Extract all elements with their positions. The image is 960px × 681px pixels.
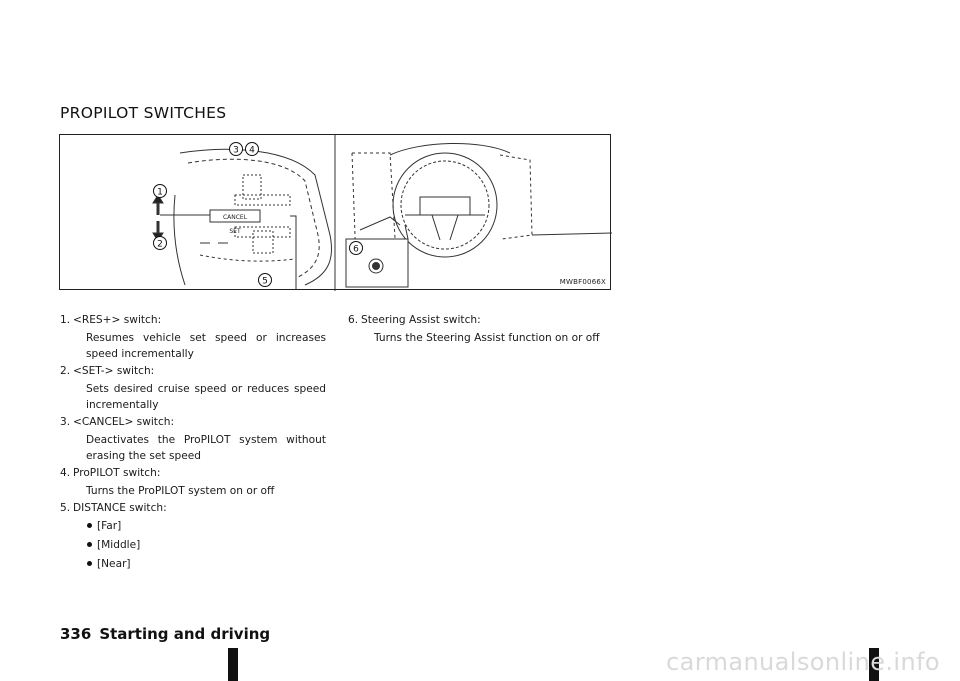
footer-section: Starting and driving [99,625,271,643]
page-footer: 336 Starting and driving [60,625,270,643]
svg-text:4: 4 [249,146,255,156]
distance-option: [Far] [86,518,326,534]
list-item: 2. <SET-> switch: Sets desired cruise sp… [60,363,326,413]
page-edge-bar [869,648,879,681]
switch-list-left: 1. <RES+> switch: Resumes vehicle set sp… [60,312,326,575]
item-number: 4. [60,467,71,479]
list-item: 3. <CANCEL> switch: Deactivates the ProP… [60,414,326,464]
item-description: Turns the ProPILOT system on or off [86,485,275,497]
distance-option: [Near] [86,556,326,572]
list-item: 6. Steering Assist switch: Turns the Ste… [348,312,614,346]
item-number: 6. [348,314,359,326]
set-switch-label: SET [229,228,241,235]
callout-5: 5 [258,273,272,287]
watermark: carmanualsonline.info [666,648,940,676]
item-title: Steering Assist switch: [361,314,481,326]
cancel-switch-label: CANCEL [223,214,248,221]
callout-1: 1 [153,184,167,198]
item-number: 3. [60,416,71,428]
callout-4: 4 [245,142,259,156]
switch-list-right: 6. Steering Assist switch: Turns the Ste… [348,312,614,347]
item-title: ProPILOT switch: [73,467,161,479]
svg-text:2: 2 [157,240,163,250]
item-description: Turns the Steering Assist function on or… [374,332,600,344]
svg-text:6: 6 [353,245,359,255]
svg-text:1: 1 [157,188,163,198]
section-title: PROPILOT SWITCHES [60,104,227,122]
page-edge-bar [228,648,238,681]
list-item: 1. <RES+> switch: Resumes vehicle set sp… [60,312,326,362]
switch-illustration: 1 2 3 4 5 6 CANCEL SET MWBF0066X [59,134,612,291]
distance-option: [Middle] [86,537,326,553]
item-description: Sets desired cruise speed or reduces spe… [86,383,326,411]
item-description: Resumes vehicle set speed or increases s… [86,332,326,360]
item-number: 2. [60,365,71,377]
item-title: DISTANCE switch: [73,502,167,514]
svg-text:5: 5 [262,277,268,287]
callout-6: 6 [349,241,363,255]
callout-3: 3 [229,142,243,156]
item-description: Deactivates the ProPILOT system without … [86,434,326,462]
figure-code: MWBF0066X [559,278,606,286]
svg-text:3: 3 [233,146,239,156]
item-number: 1. [60,314,71,326]
page-number: 336 [60,625,92,643]
list-item: 4. ProPILOT switch: Turns the ProPILOT s… [60,465,326,499]
distance-options: [Far] [Middle] [Near] [86,518,326,572]
list-item: 5. DISTANCE switch: [Far] [Middle] [Near… [60,500,326,572]
item-title: <RES+> switch: [73,314,162,326]
item-number: 5. [60,502,71,514]
illustration-drawing: 1 2 3 4 5 6 CANCEL SET [152,135,612,291]
item-title: <SET-> switch: [73,365,155,377]
callout-2: 2 [153,236,167,250]
item-title: <CANCEL> switch: [73,416,175,428]
